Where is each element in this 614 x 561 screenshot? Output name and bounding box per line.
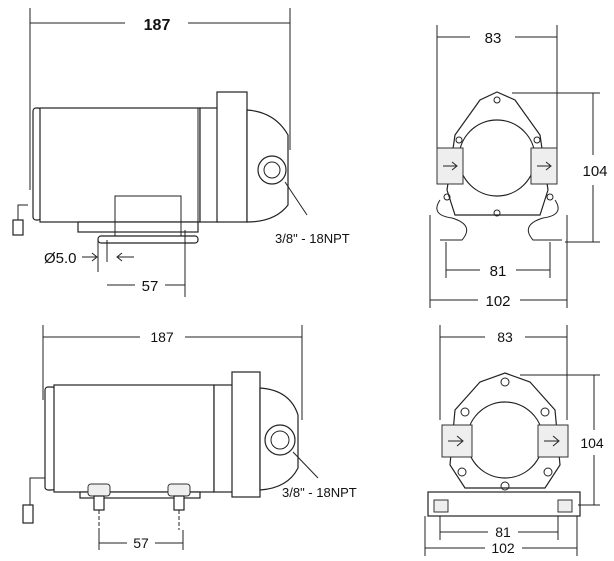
- height-dimension: 104: [582, 163, 607, 180]
- top-front-view: 83 104 81 102: [429, 25, 608, 310]
- motor-body: [39, 107, 201, 223]
- length-dimension: 187: [144, 17, 171, 34]
- mounting-base: [427, 491, 581, 517]
- width-dimension: 83: [485, 30, 502, 47]
- mount-inner-dimension: 81: [495, 524, 511, 540]
- top-side-view: 187 3/8" - 18NPT Ø5.0 57: [12, 8, 350, 297]
- mount-outer-dimension: 102: [491, 540, 515, 556]
- mount-inner-dimension: 81: [490, 263, 507, 280]
- wire-connector: [22, 504, 34, 524]
- outlet-port: [264, 424, 296, 456]
- bottom-side-view: 187 3/8" - 18NPT 57: [22, 325, 357, 551]
- length-dimension: 187: [150, 329, 174, 345]
- mounting-foot: [97, 235, 199, 244]
- port-label: 3/8" - 18NPT: [275, 231, 350, 246]
- foot-spacing-dimension: 57: [142, 278, 159, 295]
- bottom-front-view: 83 104 81 102: [424, 325, 604, 556]
- port-label: 3/8" - 18NPT: [282, 485, 357, 500]
- hole-diameter: Ø5.0: [44, 250, 77, 267]
- height-dimension: 104: [580, 435, 604, 451]
- pump-flange: [231, 371, 261, 498]
- outlet-port: [257, 155, 287, 185]
- motor-body: [53, 384, 215, 493]
- mount-outer-dimension: 102: [485, 293, 510, 310]
- foot-spacing-dimension: 57: [133, 535, 149, 551]
- wire-connector: [12, 219, 24, 236]
- width-dimension: 83: [497, 329, 513, 345]
- pump-flange: [216, 91, 248, 223]
